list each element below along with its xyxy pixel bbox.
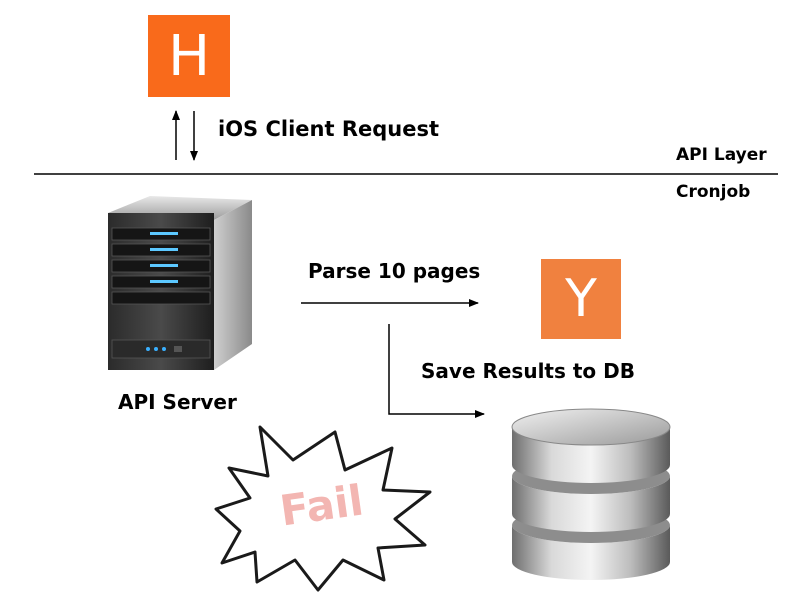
yc-logo-letter: Y xyxy=(565,269,597,329)
ios-client-request-label: iOS Client Request xyxy=(218,117,440,141)
api-layer-label: API Layer xyxy=(676,145,767,165)
server-icon xyxy=(108,196,252,370)
save-arrow xyxy=(388,324,485,418)
fail-text: Fail xyxy=(277,475,366,535)
save-results-label: Save Results to DB xyxy=(421,359,635,383)
api-server-label: API Server xyxy=(118,390,237,414)
fail-burst-icon: Fail xyxy=(214,425,432,592)
hn-logo-letter: H xyxy=(167,23,211,89)
cronjob-label: Cronjob xyxy=(676,182,751,202)
hacker-news-logo-icon: H xyxy=(148,15,230,97)
y-combinator-logo-icon: Y xyxy=(541,259,621,339)
database-icon xyxy=(511,408,671,580)
parse-pages-label: Parse 10 pages xyxy=(308,259,481,283)
